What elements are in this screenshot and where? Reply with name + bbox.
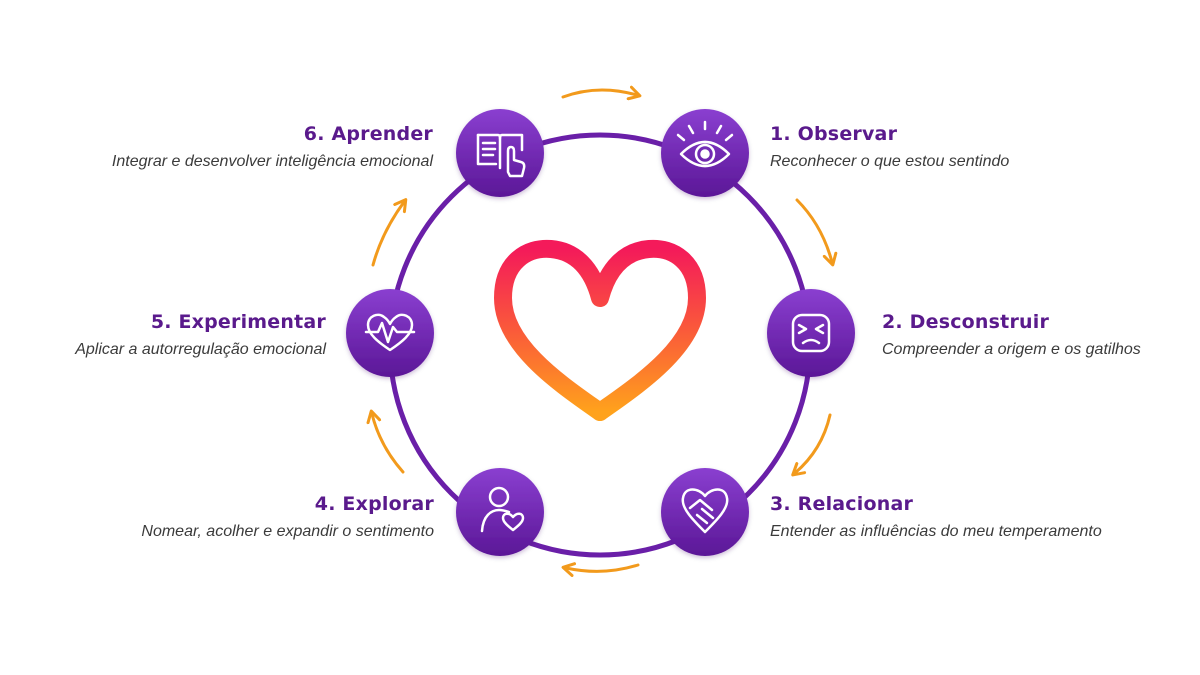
step-title: 2. Desconstruir [882, 311, 1050, 333]
heart-icon [494, 239, 706, 421]
step-description: Entender as influências do meu temperame… [770, 523, 1102, 540]
step-title: 3. Relacionar [770, 493, 914, 515]
step-description: Reconhecer o que estou sentindo [770, 153, 1010, 170]
step-3-label: 3. Relacionar Entender as influências do… [770, 492, 1102, 542]
step-6-label: 6. Aprender Integrar e desenvolver intel… [112, 122, 433, 172]
arrow-6-to-1 [561, 85, 642, 101]
step-3-node [661, 468, 749, 556]
step-2-label: 2. Desconstruir Compreender a origem e o… [882, 310, 1141, 360]
step-title: 5. Experimentar [150, 311, 326, 333]
step-description: Compreender a origem e os gatilhos [882, 341, 1141, 358]
cycle-ring [387, 132, 813, 558]
step-1-label: 1. Observar Reconhecer o que estou senti… [770, 122, 1009, 172]
step-description: Integrar e desenvolver inteligência emoc… [111, 153, 433, 170]
step-6-node [456, 109, 544, 197]
step-description: Nomear, acolher e expandir o sentimento [141, 523, 434, 540]
step-2-node [767, 289, 855, 377]
step-4-node [456, 468, 544, 556]
heartbeat-icon [364, 313, 416, 352]
person-heart-icon [480, 486, 525, 533]
arrow-3-to-4 [561, 562, 640, 577]
arrow-1-to-2 [795, 198, 838, 267]
step-4-label: 4. Explorar Nomear, acolher e expandir o… [141, 492, 434, 542]
handshake-heart-icon [681, 488, 729, 534]
step-5-node [346, 289, 434, 377]
arrow-4-to-5 [366, 409, 405, 474]
arrow-5-to-6 [371, 198, 408, 267]
book-touch-icon [476, 133, 526, 178]
cycle-arrows [366, 85, 838, 577]
step-5-label: 5. Experimentar Aplicar a autorregulação… [75, 310, 326, 360]
step-title: 6. Aprender [303, 123, 433, 145]
step-1-node [661, 109, 749, 197]
step-description: Aplicar a autorregulação emocional [75, 341, 326, 358]
step-title: 1. Observar [770, 123, 898, 145]
frustrated-face-icon [791, 313, 831, 353]
eye-icon [676, 120, 734, 168]
step-title: 4. Explorar [314, 493, 434, 515]
arrow-2-to-3 [791, 413, 832, 477]
